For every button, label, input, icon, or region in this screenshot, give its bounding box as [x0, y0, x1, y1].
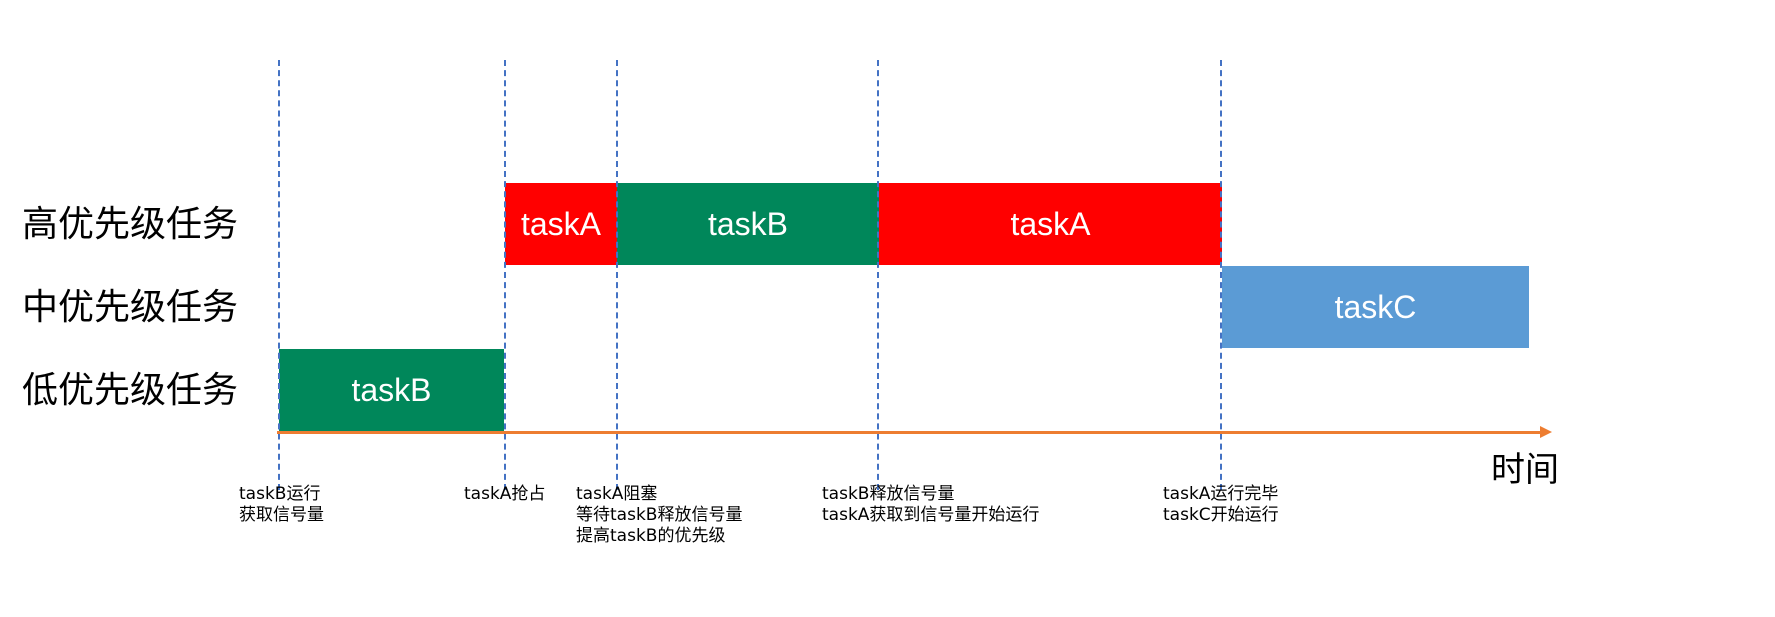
event-text-line: 等待taskB释放信号量 [576, 505, 743, 525]
event-marker-line-3 [616, 60, 618, 490]
event-marker-line-5 [1220, 60, 1222, 490]
event-text-line: taskA获取到信号量开始运行 [822, 505, 1040, 525]
event-label-5: taskA运行完毕 taskC开始运行 [1163, 484, 1279, 526]
row-label-low-priority: 低优先级任务 [22, 370, 239, 411]
event-text-line: taskA运行完毕 [1163, 484, 1279, 504]
event-label-1: taskB运行 获取信号量 [239, 484, 324, 526]
event-marker-line-2 [504, 60, 506, 490]
low-priority-taskB-block: taskB [279, 349, 504, 431]
row-label-medium-priority: 中优先级任务 [22, 287, 239, 328]
high-priority-taskA-block-1: taskA [505, 183, 617, 265]
time-axis-label: 时间 [1491, 450, 1559, 490]
event-text-line: taskA阻塞 [576, 484, 658, 504]
medium-priority-taskC-block: taskC [1222, 266, 1529, 348]
event-text-line: taskB释放信号量 [822, 484, 955, 504]
row-label-high-priority: 高优先级任务 [22, 204, 239, 245]
event-text-line: taskA抢占 [464, 484, 546, 504]
high-priority-taskB-block: taskB [617, 183, 879, 265]
event-label-4: taskB释放信号量 taskA获取到信号量开始运行 [822, 484, 1039, 526]
event-text-line: taskB运行 [239, 484, 321, 504]
event-text-line: 提高taskB的优先级 [576, 526, 726, 546]
high-priority-taskA-block-2: taskA [879, 183, 1222, 265]
event-label-2: taskA抢占 [464, 484, 545, 505]
event-text-line: taskC开始运行 [1163, 505, 1279, 525]
event-label-3: taskA阻塞 等待taskB释放信号量 提高taskB的优先级 [576, 484, 742, 547]
event-marker-line-1 [278, 60, 280, 490]
event-marker-line-4 [877, 60, 879, 490]
event-text-line: 获取信号量 [239, 505, 324, 525]
time-axis-line [277, 431, 1542, 434]
time-axis-arrowhead [1540, 426, 1552, 438]
